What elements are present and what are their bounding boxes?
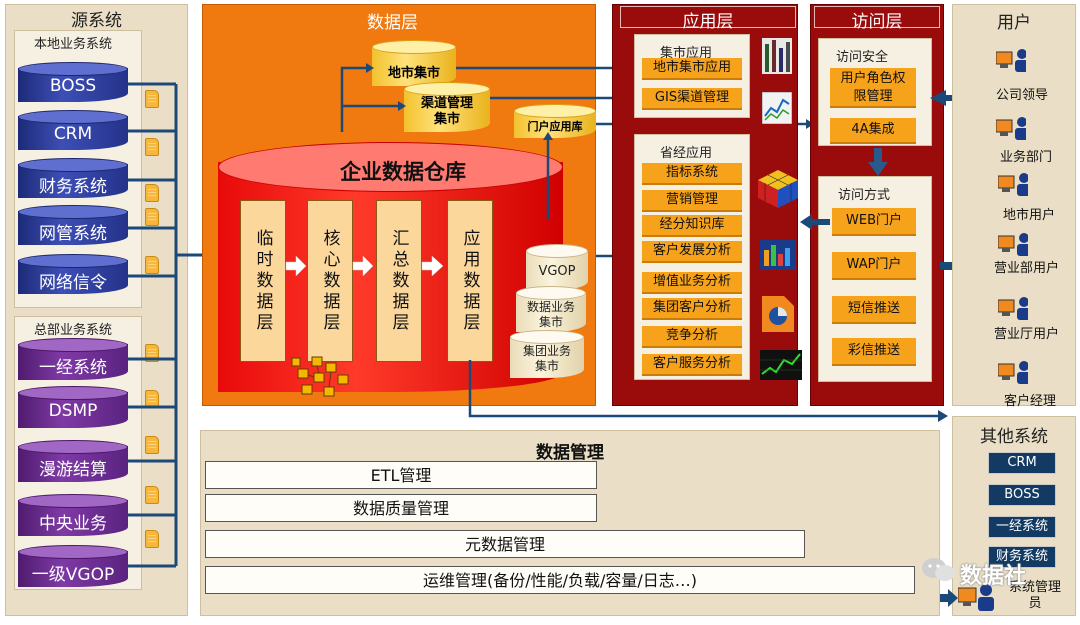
line-chart-icon [762,92,792,124]
mart-app-gis[interactable]: GIS渠道管理 [642,88,742,110]
method-mms[interactable]: 彩信推送 [832,338,916,366]
data-layer-title: 数据层 [367,13,418,33]
prov-app-5[interactable]: 集团客户分析 [642,298,742,320]
user-sales-hall: 营业厅用户 [994,327,1060,342]
prov-app-0[interactable]: 指标系统 [642,163,742,185]
mgmt-etl[interactable]: ETL管理 [205,461,597,489]
doc-icon [145,138,159,156]
prov-app-1[interactable]: 营销管理 [642,190,742,212]
doc-icon [145,90,159,108]
user-computer-icon [996,49,1026,72]
method-sms[interactable]: 短信推送 [832,296,916,324]
user-sales-dept: 营业部用户 [994,261,1060,276]
role-permission-mgmt[interactable]: 用户角色权限管理 [830,68,916,108]
doc-icon [145,208,159,226]
doc-icon [145,486,159,504]
cube-cluster-icon [291,356,349,397]
users-panel [952,4,1076,406]
doc-icon [145,530,159,548]
method-web[interactable]: WEB门户 [832,208,916,236]
prov-app-7[interactable]: 客户服务分析 [642,354,742,376]
prov-app-6[interactable]: 竞争分析 [642,326,742,348]
source-cyl-yijing[interactable]: 一经系统 [18,338,128,380]
portal-db-cyl[interactable]: 门户应用库 [514,104,596,138]
prov-app-4[interactable]: 增值业务分析 [642,272,742,294]
doc-icon [145,436,159,454]
4a-integration[interactable]: 4A集成 [830,118,916,144]
admin-arrow [932,589,958,607]
data-mart-cyl[interactable]: 数据业务集市 [516,286,586,332]
pie-chart-icon [762,296,794,332]
mgmt-metadata[interactable]: 元数据管理 [205,530,805,558]
admin-computer-icon [958,584,994,611]
other-sys-crm[interactable]: CRM [988,452,1056,474]
layer-temp[interactable]: 临时数据层 [240,200,286,362]
prov-app-2[interactable]: 经分知识库 [642,215,742,237]
source-title: 源系统 [71,11,122,31]
user-computer-icon [996,117,1026,140]
source-cyl-roaming[interactable]: 漫游结算 [18,440,128,482]
access-layer-title-box [814,6,940,28]
source-cyl-vgop[interactable]: 一级VGOP [18,545,128,587]
group-mart-cyl[interactable]: 集团业务集市 [510,330,584,378]
other-systems-title: 其他系统 [980,427,1048,447]
user-computer-icon [998,233,1028,256]
watermark-text: 数据社 [960,564,1027,589]
local-systems-title: 本地业务系统 [34,37,113,52]
layer-summary[interactable]: 汇总数据层 [376,200,422,362]
mart-channel-cyl[interactable]: 渠道管理集市 [404,82,490,132]
user-computer-icon [998,361,1028,384]
access-method-title: 访问方式 [838,188,891,203]
user-account-manager: 客户经理 [1003,394,1056,409]
mart-city-cyl[interactable]: 地市集市 [372,40,456,86]
rubiks-cube-icon [758,170,798,208]
layer-core[interactable]: 核心数据层 [307,200,353,362]
access-security-title: 访问安全 [836,50,889,65]
mart-apps-title: 集市应用 [660,46,713,61]
prov-app-3[interactable]: 客户发展分析 [642,241,742,263]
doc-icon [145,184,159,202]
user-business-dept: 业务部门 [999,150,1052,165]
source-cyl-netmgmt[interactable]: 网管系统 [18,205,128,245]
bar-chart-icon [762,38,792,74]
user-leader: 公司领导 [995,88,1048,103]
layer-application[interactable]: 应用数据层 [447,200,493,362]
mgmt-operations[interactable]: 运维管理(备份/性能/负载/容量/日志…) [205,566,915,594]
security-down-arrow [868,148,888,176]
wechat-icon [922,558,955,581]
data-mgmt-title: 数据管理 [536,443,604,463]
source-cyl-finance[interactable]: 财务系统 [18,158,128,198]
other-sys-boss[interactable]: BOSS [988,484,1056,506]
user-computer-icon [998,173,1028,196]
users-title: 用户 [997,13,1031,33]
hq-systems-title: 总部业务系统 [34,323,113,338]
stock-chart-icon [760,350,802,380]
vgop-cyl[interactable]: VGOP [526,244,588,290]
warehouse-title: 企业数据仓库 [340,160,466,184]
method-wap[interactable]: WAP门户 [832,252,916,280]
system-admin: 系统管理员 [1008,580,1061,611]
column-chart-icon [760,240,796,270]
doc-icon [145,256,159,274]
app-layer-title: 应用层 [682,12,734,32]
source-cyl-boss[interactable]: BOSS [18,62,128,102]
source-cyl-signaling[interactable]: 网络信令 [18,254,128,294]
source-cyl-crm[interactable]: CRM [18,110,128,150]
other-sys-yijing[interactable]: 一经系统 [988,516,1056,538]
mgmt-quality[interactable]: 数据质量管理 [205,494,597,522]
mart-app-city[interactable]: 地市集市应用 [642,58,742,80]
app-layer-title-box [620,6,796,28]
source-cyl-central[interactable]: 中央业务 [18,494,128,536]
user-computer-icon [998,297,1028,320]
user-city: 地市用户 [1002,208,1055,223]
prov-apps-title: 省经应用 [660,146,713,161]
access-layer-title: 访问层 [851,12,903,32]
other-sys-finance[interactable]: 财务系统 [988,546,1056,568]
source-cyl-dsmp[interactable]: DSMP [18,386,128,428]
